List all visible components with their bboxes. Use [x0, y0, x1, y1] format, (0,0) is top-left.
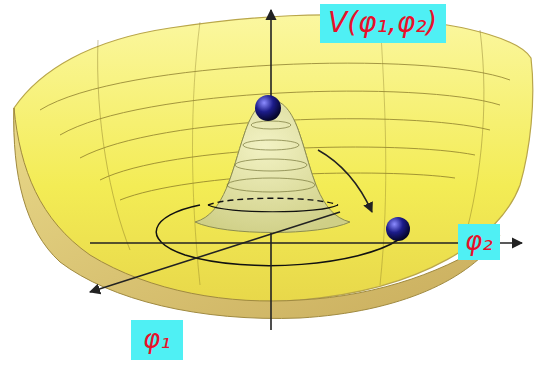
- label-text: φ₂: [465, 227, 493, 257]
- label-text: V(φ₁,φ₂): [328, 7, 438, 39]
- label-text: φ₁: [143, 325, 171, 355]
- axis-label: φ₂: [458, 224, 500, 260]
- axis-label: φ₁: [131, 320, 183, 360]
- potential-label: V(φ₁,φ₂): [320, 4, 446, 43]
